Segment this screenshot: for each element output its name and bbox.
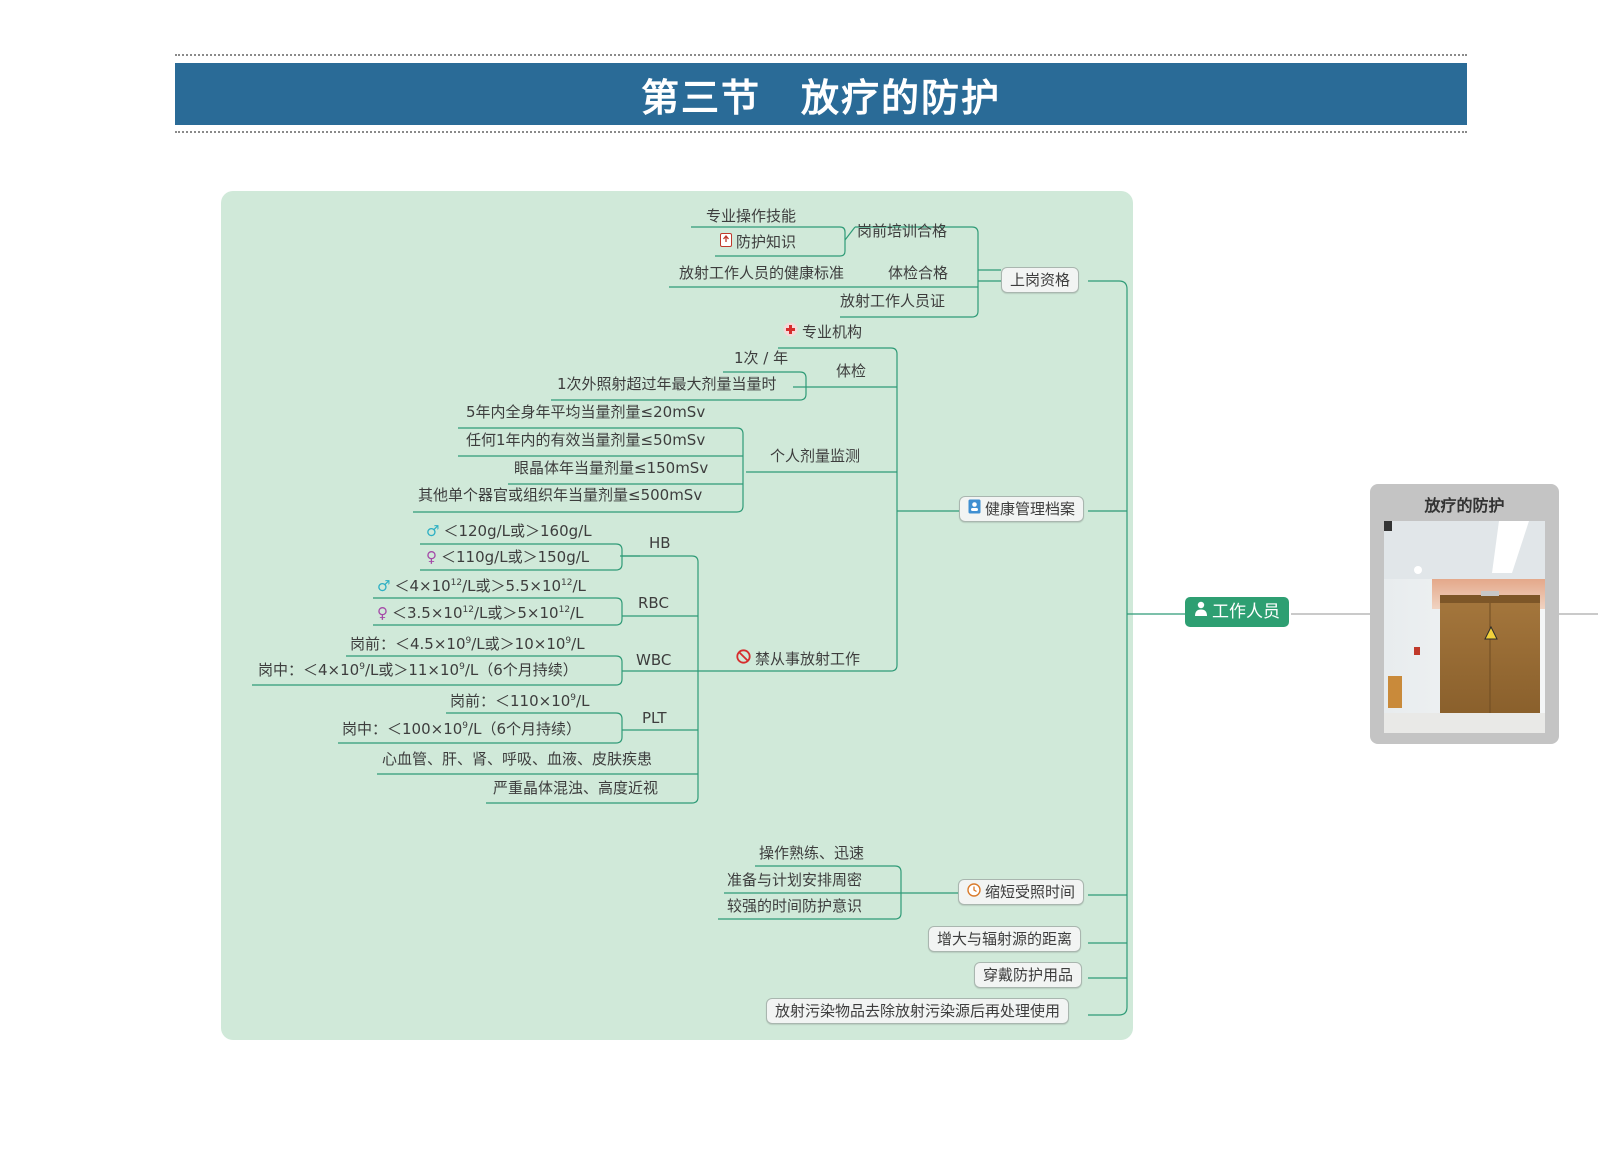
node-pre-training: 岗前培训合格 [857,222,948,240]
node-checkup: 体检 [836,362,867,380]
radiotherapy-room-photo [1384,521,1545,733]
item-dose-organ: 其他单个器官或组织年当量剂量≤500mSv [418,486,703,504]
item-checkup-overdose: 1次外照射超过年最大剂量当量时 [557,375,777,393]
plt-pre-part-c: /L [576,692,590,710]
wbc-during-part-a: 岗中：＜4×10 [258,661,360,679]
rbc-female-exp-a: 12 [462,605,474,615]
wbc-pre-part-a: 岗前：＜4.5×10 [350,635,466,653]
wbc-pre-exp-a: 9 [465,636,472,646]
node-wbc: WBC [636,651,672,669]
node-distance[interactable]: 增大与辐射源的距离 [928,926,1082,952]
wbc-pre-part-b: /L或＞10×10 [471,635,566,653]
wbc-pre-exp-b: 9 [565,636,572,646]
node-institution: 专业机构 [783,322,862,343]
male-icon: ♂ [426,522,440,540]
item-eyes: 严重晶体混浊、高度近视 [493,779,659,797]
node-health-file[interactable]: 健康管理档案 [959,496,1085,522]
node-plt: PLT [642,709,667,727]
item-wbc-during: 岗中：＜4×109/L或＞11×109/L（6个月持续） [258,660,578,680]
node-health-file-label: 健康管理档案 [985,500,1076,518]
item-rbc-male: ♂＜4×1012/L或＞5.5×1012/L [377,576,586,596]
rbc-male-part-a: ＜4×10 [394,577,451,595]
page-title-bar: 第三节 放疗的防护 [175,63,1467,125]
node-decontamination[interactable]: 放射污染物品去除放射污染源后再处理使用 [766,998,1070,1024]
rbc-male-exp-a: 12 [450,578,463,588]
node-protective-gear[interactable]: 穿戴防护用品 [974,962,1083,988]
male-icon: ♂ [377,577,391,595]
rbc-female-part-c: /L [570,604,584,622]
wbc-pre-part-c: /L [571,635,585,653]
item-plt-pre: 岗前：＜110×109/L [450,691,589,711]
item-time-awareness: 较强的时间防护意识 [727,897,863,915]
node-certificate: 放射工作人员证 [840,292,946,310]
image-card[interactable]: 放疗的防护 [1370,484,1559,744]
wbc-during-exp-b: 9 [459,662,465,672]
wbc-during-part-b: /L或＞11×10 [364,661,460,679]
node-dose-monitor: 个人剂量监测 [770,447,861,465]
header-top-divider [175,54,1467,56]
item-health-standard: 放射工作人员的健康标准 [679,264,845,282]
item-time-plan: 准备与计划安排周密 [727,871,863,889]
plt-during-part-c: /L（6个月持续） [468,720,581,738]
plt-pre-exp-a: 9 [570,693,577,703]
item-hb-male: ♂＜120g/L或＞160g/L [426,521,592,541]
item-dose-lens: 眼晶体年当量剂量≤150mSv [514,459,709,477]
root-node-label: 工作人员 [1212,602,1280,622]
node-institution-label: 专业机构 [802,323,863,341]
clock-icon [967,880,981,904]
node-prohibited-label: 禁从事放射工作 [755,650,861,668]
female-icon: ♀ [426,548,437,566]
node-hb: HB [649,534,671,552]
item-protection-knowledge-label: 防护知识 [736,233,797,251]
item-wbc-pre: 岗前：＜4.5×109/L或＞10×109/L [350,634,585,654]
plt-during-exp-a: 9 [462,721,469,731]
red-cross-icon [783,322,798,342]
item-time-skill: 操作熟练、迅速 [759,844,865,862]
rbc-female-exp-b: 12 [558,605,571,615]
rbc-male-part-b: /L或＞5.5×10 [462,577,562,595]
shield-card-icon [720,232,732,252]
root-node[interactable]: 工作人员 [1185,597,1289,627]
node-rbc: RBC [638,594,669,612]
item-dose-5yr: 5年内全身年平均当量剂量≤20mSv [466,403,706,421]
item-hb-female-value: ＜110g/L或＞150g/L [441,548,590,566]
item-dose-1yr: 任何1年内的有效当量剂量≤50mSv [466,431,706,449]
node-time-label: 缩短受照时间 [985,883,1076,901]
node-prohibited: 禁从事放射工作 [736,648,861,670]
rbc-female-part-a: ＜3.5×10 [392,604,463,622]
node-physical-exam: 体检合格 [888,264,949,282]
female-icon: ♀ [377,604,388,622]
item-rbc-female: ♀＜3.5×1012/L或＞5×1012/L [377,603,583,623]
no-entry-icon [736,648,751,669]
page-title: 第三节 放疗的防护 [640,74,1001,120]
item-professional-skill: 专业操作技能 [706,207,797,225]
rbc-male-exp-b: 12 [561,578,573,588]
item-plt-during: 岗中：＜100×109/L（6个月持续） [342,719,581,739]
item-hb-male-value: ＜120g/L或＞160g/L [443,522,592,540]
image-card-title: 放疗的防护 [1424,496,1505,515]
item-hb-female: ♀＜110g/L或＞150g/L [426,547,589,567]
rbc-female-part-b: /L或＞5×10 [473,604,559,622]
item-protection-knowledge: 防护知识 [720,232,796,253]
rbc-male-part-c: /L [572,577,586,595]
id-card-icon [968,497,981,521]
wbc-during-part-c: /L（6个月持续） [464,661,578,679]
item-checkup-yearly: 1次 / 年 [734,349,789,367]
node-qualification[interactable]: 上岗资格 [1001,267,1080,293]
wbc-during-exp-a: 9 [359,662,365,672]
header-bottom-divider [175,131,1467,133]
item-diseases: 心血管、肝、肾、呼吸、血液、皮肤疾患 [382,750,653,768]
node-time[interactable]: 缩短受照时间 [958,879,1085,905]
plt-pre-part-a: 岗前：＜110×10 [450,692,571,710]
person-icon [1194,596,1208,626]
plt-during-part-a: 岗中：＜100×10 [342,720,463,738]
